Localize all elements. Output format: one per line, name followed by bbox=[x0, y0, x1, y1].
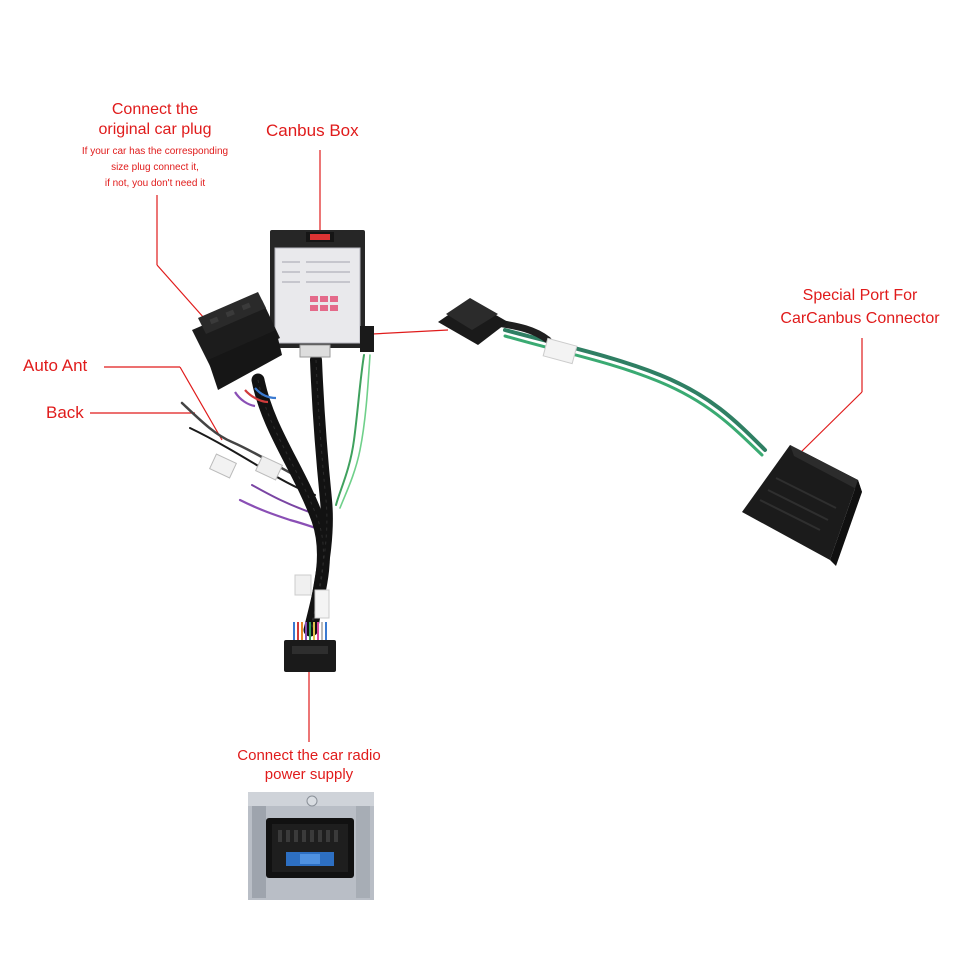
tag-2 bbox=[254, 455, 284, 481]
leader-special-d bbox=[796, 391, 863, 457]
wire-green-a bbox=[335, 354, 365, 506]
tag-5 bbox=[542, 337, 578, 365]
orig-plug-note-1: If your car has the corresponding bbox=[81, 146, 229, 157]
radio-power-label-2: power supply bbox=[264, 766, 354, 783]
radio-socket-photo-icon bbox=[248, 792, 374, 900]
canbus-box-icon bbox=[270, 230, 374, 358]
orig-plug-title-1: Connect the bbox=[111, 101, 199, 118]
wire-tags bbox=[208, 337, 578, 619]
radio-harness-plug-icon bbox=[284, 622, 336, 672]
canbus-box-label: Canbus Box bbox=[266, 121, 359, 140]
back-label: Back bbox=[46, 403, 84, 422]
wire-green-b bbox=[339, 354, 371, 509]
inline-connector-icon bbox=[438, 298, 508, 345]
leader-lines bbox=[90, 150, 863, 742]
auto-ant-label: Auto Ant bbox=[23, 356, 88, 375]
special-port-label-2: CarCanbus Connector bbox=[780, 310, 940, 327]
tag-3 bbox=[294, 574, 312, 596]
canbus-cable bbox=[486, 318, 767, 457]
leader-box-to-port bbox=[371, 329, 449, 335]
tag-1 bbox=[208, 453, 238, 479]
canbus-connector-icon bbox=[742, 445, 862, 566]
iso-plug-icon bbox=[192, 292, 282, 408]
special-port-label-1: Special Port For bbox=[802, 287, 918, 304]
leader-auto-ant-d bbox=[179, 366, 223, 441]
orig-plug-title-2: original car plug bbox=[98, 121, 212, 138]
tag-4 bbox=[314, 589, 330, 619]
radio-power-label-1: Connect the car radio bbox=[237, 747, 381, 764]
orig-plug-note-3: if not, you don't need it bbox=[104, 178, 206, 189]
orig-plug-note-2: size plug connect it, bbox=[111, 162, 199, 173]
